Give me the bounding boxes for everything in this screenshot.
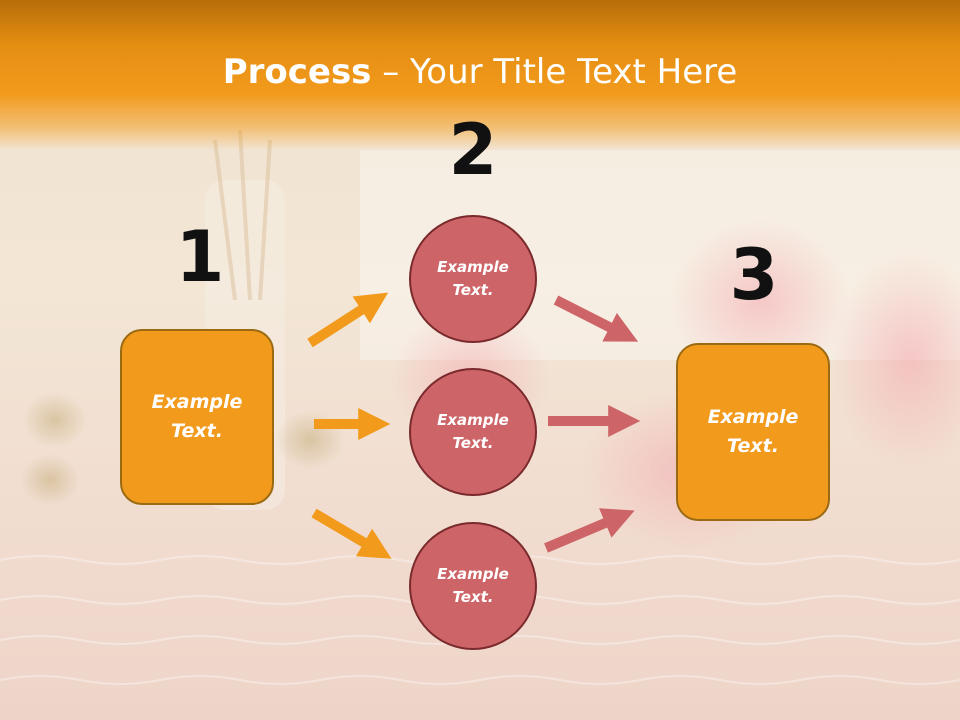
process-box-left: Example Text. [120, 329, 274, 505]
arrow-circle-bottom-to-box [544, 508, 635, 553]
process-circle-middle-label: Example Text. [437, 411, 509, 452]
process-circle-top-label: Example Text. [437, 258, 509, 299]
title-rest: – Your Title Text Here [371, 52, 738, 92]
process-box-left-label: Example Text. [151, 391, 243, 442]
process-circle-middle: Example Text. [409, 368, 537, 496]
step-number-1: 1 [175, 216, 225, 298]
arrow-circle-top-to-box [553, 295, 639, 342]
title-bold: Process [222, 52, 372, 92]
page-title: Process – Your Title Text Here [0, 52, 960, 92]
arrow-box-to-circle-top [307, 292, 389, 348]
process-circle-bottom-label: Example Text. [437, 565, 509, 606]
process-box-right-label: Example Text. [707, 406, 799, 457]
process-circle-bottom: Example Text. [409, 522, 537, 650]
process-circle-top: Example Text. [409, 215, 537, 343]
process-box-right: Example Text. [676, 343, 830, 521]
title-banner [0, 0, 960, 150]
arrow-box-to-circle-bottom [311, 508, 392, 559]
step-number-2: 2 [448, 109, 498, 191]
step-number-3: 3 [729, 234, 779, 316]
